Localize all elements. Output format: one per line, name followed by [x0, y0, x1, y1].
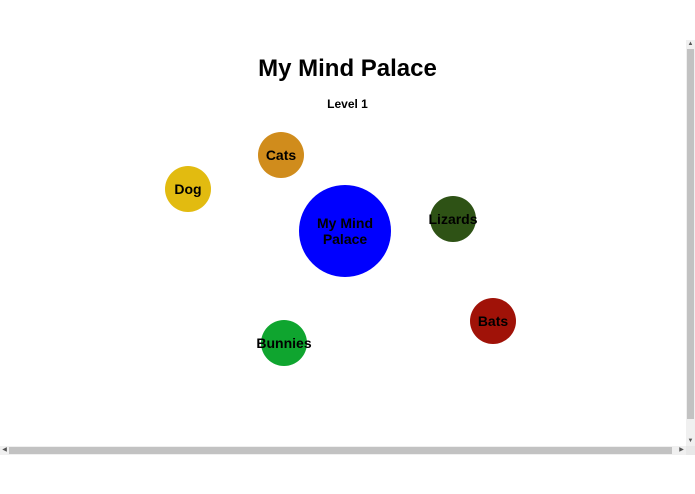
mind-node-lizards-label: Lizards: [428, 210, 478, 227]
scroll-up-arrow-icon[interactable]: ▲: [687, 41, 694, 47]
horizontal-scroll-thumb[interactable]: [9, 447, 672, 454]
mind-node-center[interactable]: My Mind Palace: [299, 185, 391, 277]
level-label: Level 1: [327, 97, 368, 111]
scroll-left-arrow-icon[interactable]: ◀: [2, 447, 7, 453]
mind-node-bats-label: Bats: [477, 312, 509, 329]
mind-node-bunnies[interactable]: Bunnies: [256, 320, 312, 366]
vertical-scroll-thumb[interactable]: [687, 49, 694, 419]
horizontal-scrollbar[interactable]: ◀ ▶: [0, 446, 686, 455]
scroll-right-arrow-icon[interactable]: ▶: [679, 447, 684, 453]
mind-node-center-label: My Mind Palace: [317, 214, 373, 247]
mind-node-lizards[interactable]: Lizards: [428, 196, 478, 242]
vertical-scrollbar[interactable]: ▲ ▼: [686, 40, 695, 446]
mind-node-cats[interactable]: Cats: [258, 132, 304, 178]
mind-node-dog-label: Dog: [174, 180, 202, 197]
mind-node-bats[interactable]: Bats: [470, 298, 516, 344]
page-title: My Mind Palace: [258, 55, 437, 82]
mind-map-canvas: My Mind Palace Level 1 My Mind Palace Ca…: [0, 40, 686, 446]
mind-node-cats-label: Cats: [265, 146, 297, 163]
scrollbar-corner: [686, 446, 695, 455]
mind-node-bunnies-label: Bunnies: [256, 334, 312, 351]
mind-node-dog[interactable]: Dog: [165, 166, 211, 212]
scroll-down-arrow-icon[interactable]: ▼: [687, 438, 694, 444]
